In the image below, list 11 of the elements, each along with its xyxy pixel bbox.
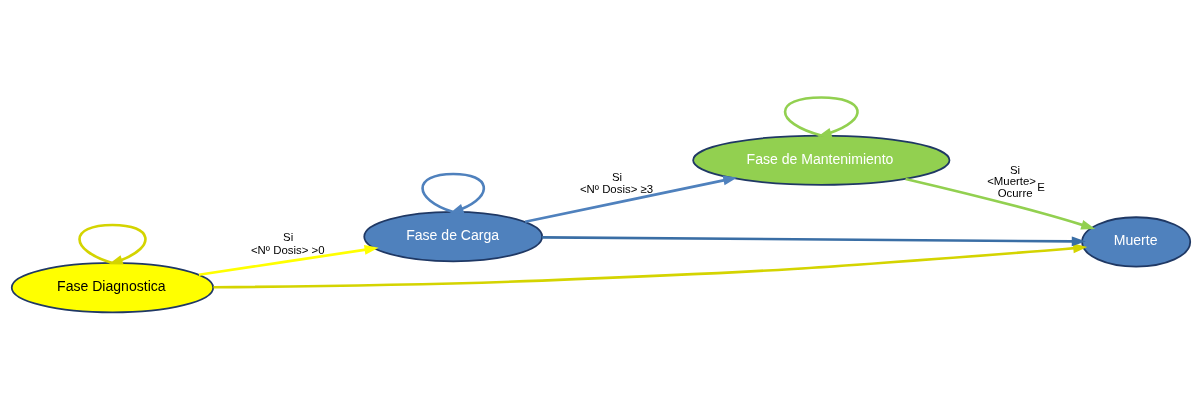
arrow bbox=[905, 177, 1096, 229]
edge-label: Si <Nº Dosis> >0 bbox=[250, 230, 325, 256]
arrow bbox=[524, 175, 738, 223]
arrow bbox=[198, 244, 379, 276]
arrow bbox=[78, 223, 147, 264]
node-ellipse: Fase Diagnostica bbox=[10, 261, 215, 313]
arrow bbox=[784, 95, 859, 137]
arrow bbox=[421, 172, 485, 213]
arrow bbox=[542, 235, 1086, 246]
edge-label: Si <Nº Dosis> ≥3 bbox=[579, 170, 654, 195]
arrow bbox=[213, 242, 1088, 288]
